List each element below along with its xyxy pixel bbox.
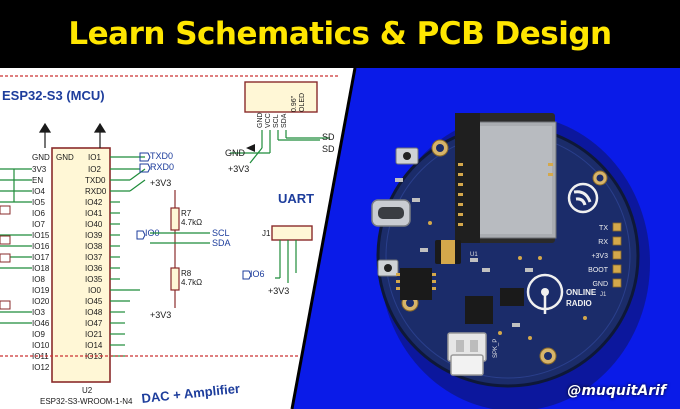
pin-label: IO38 bbox=[85, 242, 103, 251]
pin-label: IO17 bbox=[32, 253, 50, 262]
pin-label: IO14 bbox=[85, 341, 103, 350]
header-label: TX bbox=[599, 225, 608, 232]
pin-label: 3V3 bbox=[32, 165, 47, 174]
espressif-logo bbox=[567, 182, 599, 214]
resistor-r7 bbox=[170, 207, 180, 231]
pin-label: IO1 bbox=[88, 153, 101, 162]
pin-label: IO16 bbox=[32, 242, 50, 251]
pin-label: IO13 bbox=[85, 352, 103, 361]
pin-label: IO47 bbox=[85, 319, 103, 328]
net-label-txd: TXD0 bbox=[150, 151, 173, 161]
uart-connector bbox=[271, 225, 313, 241]
pin-label: GND bbox=[56, 153, 74, 162]
pin-label: IO42 bbox=[85, 198, 103, 207]
sd-label: SD bbox=[322, 144, 335, 154]
pin-label: IO21 bbox=[85, 330, 103, 339]
header-label: +3V3 bbox=[591, 253, 608, 260]
net-label-rxd: RXD0 bbox=[150, 162, 174, 172]
net-3v3-label-bottom: +3V3 bbox=[150, 310, 171, 320]
oled-size: 0.96" bbox=[291, 95, 298, 112]
oled-pin: VCC bbox=[265, 113, 272, 128]
net-3v3-uart: +3V3 bbox=[268, 286, 289, 296]
oled-pin: SCL bbox=[273, 114, 280, 128]
oled-connector bbox=[244, 81, 318, 113]
pin-label: IO35 bbox=[85, 275, 103, 284]
pin-label: IO45 bbox=[85, 297, 103, 306]
pcb-ref: J1 bbox=[600, 292, 607, 298]
title-banner: Learn Schematics & PCB Design bbox=[0, 0, 680, 68]
smd-chip bbox=[400, 268, 432, 300]
gnd-symbol bbox=[38, 122, 107, 148]
watermark: @muquitArif bbox=[567, 383, 666, 399]
r8-ref: R8 bbox=[181, 269, 192, 278]
pin-label: IO19 bbox=[32, 286, 50, 295]
pin-label: IO9 bbox=[32, 330, 45, 339]
pin-label: IO2 bbox=[88, 165, 101, 174]
pin-label: IO46 bbox=[32, 319, 50, 328]
uart-label: UART bbox=[278, 191, 314, 206]
pin-label: IO36 bbox=[85, 264, 103, 273]
pin-label: GND bbox=[32, 153, 50, 162]
spk-label: SPK_P bbox=[493, 339, 499, 358]
resistor-r8 bbox=[170, 267, 180, 291]
pin-label: IO5 bbox=[32, 198, 45, 207]
r7-ref: R7 bbox=[181, 209, 192, 218]
oled-pin: GND bbox=[257, 112, 264, 128]
banner-title: Learn Schematics & PCB Design bbox=[68, 16, 612, 52]
mcu-title: ESP32-S3 (MCU) bbox=[2, 88, 105, 103]
pin-label: IO4 bbox=[32, 187, 45, 196]
j1-ref: J1 bbox=[262, 229, 271, 238]
uart-header bbox=[612, 222, 622, 288]
mcu-left-pins: GND 3V3 EN IO4 IO5 IO6 IO7 IO15 IO16 IO1… bbox=[32, 153, 50, 372]
pin-label: IO41 bbox=[85, 209, 103, 218]
r8-value: 4.7kΩ bbox=[181, 278, 202, 287]
sd-label: SD bbox=[322, 132, 335, 142]
module-ref: U2 bbox=[82, 386, 93, 395]
net-3v3-oled: +3V3 bbox=[228, 164, 249, 174]
r7-value: 4.7kΩ bbox=[181, 218, 202, 227]
pin-label: TXD0 bbox=[85, 176, 106, 185]
artwork: ESP32-S3 (MCU) GND 3V3 EN IO4 IO5 IO6 IO… bbox=[0, 68, 680, 409]
pin-label: IO3 bbox=[32, 308, 45, 317]
oled-word: OLED bbox=[299, 93, 306, 112]
pin-label: IO8 bbox=[32, 275, 45, 284]
pin-label: IO20 bbox=[32, 297, 50, 306]
mcu-symbol bbox=[51, 147, 111, 383]
pin-label: IO48 bbox=[85, 308, 103, 317]
pin-label: IO12 bbox=[32, 363, 50, 372]
logo-radio: RADIO bbox=[566, 299, 592, 308]
schematic-drawing: ESP32-S3 (MCU) GND 3V3 EN IO4 IO5 IO6 IO… bbox=[0, 75, 340, 406]
header-label: GND bbox=[592, 281, 608, 288]
pin-label: IO10 bbox=[32, 341, 50, 350]
pin-label: IO40 bbox=[85, 220, 103, 229]
pin-label: EN bbox=[32, 176, 43, 185]
net-gnd-label: GND bbox=[225, 148, 246, 158]
pin-label: RXD0 bbox=[85, 187, 107, 196]
smd-chip bbox=[465, 296, 493, 324]
pin-label: IO39 bbox=[85, 231, 103, 240]
header-label: RX bbox=[598, 239, 608, 246]
pin-label: IO7 bbox=[32, 220, 45, 229]
net-label-io6: IO6 bbox=[250, 269, 265, 279]
pin-label: IO37 bbox=[85, 253, 103, 262]
pin-label: IO18 bbox=[32, 264, 50, 273]
mcu-right-pins: GND IO1 IO2 TXD0 RXD0 IO42 IO41 IO40 IO3… bbox=[56, 153, 107, 361]
oled-pin: SDA bbox=[281, 113, 288, 128]
smd-chip bbox=[500, 288, 524, 306]
net-label-sda: SDA bbox=[212, 238, 231, 248]
pin-label: IO15 bbox=[32, 231, 50, 240]
net-3v3-label: +3V3 bbox=[150, 178, 171, 188]
pin-label: IO6 bbox=[32, 209, 45, 218]
header-label: BOOT bbox=[588, 267, 609, 274]
logo-online: ONLINE bbox=[566, 288, 597, 297]
module-name: ESP32-S3-WROOM-1-N4 bbox=[40, 397, 133, 406]
pcb-ref: U1 bbox=[470, 252, 478, 258]
net-label-scl: SCL bbox=[212, 228, 230, 238]
online-radio-logo: ONLINE RADIO bbox=[526, 273, 597, 314]
pin-label: IO0 bbox=[88, 286, 101, 295]
pcb-board: SPK_P TX RX +3V3 BOOT GND bbox=[371, 113, 650, 409]
